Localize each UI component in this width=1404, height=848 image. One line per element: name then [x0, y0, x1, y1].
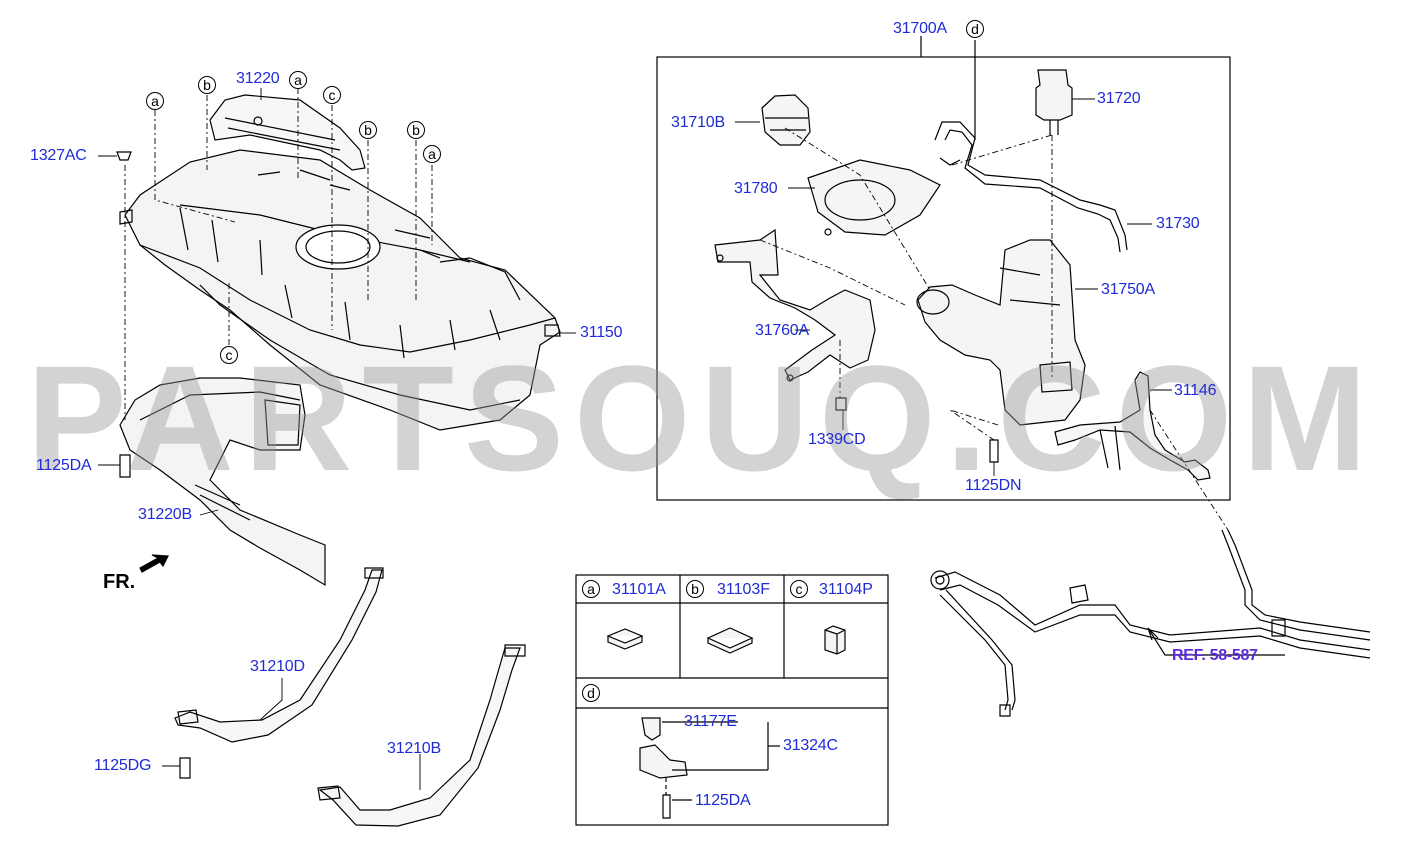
part-label-31220[interactable]: 31220 [236, 70, 280, 87]
part-label-1125dg[interactable]: 1125DG [94, 757, 152, 774]
fuel-tank-drawing [119, 149, 561, 431]
part-label-31210d[interactable]: 31210D [250, 658, 305, 675]
part-label-1125dn[interactable]: 1125DN [965, 477, 1022, 494]
part-label-31760a[interactable]: 31760A [755, 322, 809, 339]
table-part-31101a[interactable]: 31101A [612, 581, 666, 598]
part-label-31710b[interactable]: 31710B [671, 114, 725, 131]
part-label-31146[interactable]: 31146 [1174, 382, 1217, 399]
callout-b: b [407, 121, 425, 139]
table-part-31104p[interactable]: 31104P [819, 581, 873, 598]
part-label-31210b[interactable]: 31210B [387, 740, 441, 757]
callout-b: b [359, 121, 377, 139]
part-label-1125da-left[interactable]: 1125DA [36, 457, 92, 474]
part-label-1125da-table[interactable]: 1125DA [695, 792, 751, 809]
table-key-b: b [686, 580, 704, 598]
table-part-31103f[interactable]: 31103F [717, 581, 771, 598]
part-label-31324c[interactable]: 31324C [783, 737, 838, 754]
callout-d: d [966, 20, 984, 38]
part-label-31720[interactable]: 31720 [1097, 90, 1141, 107]
table-key-c: c [790, 580, 808, 598]
table-key-d: d [582, 684, 600, 702]
reference-link-58-587[interactable]: REF. 58-587 [1172, 647, 1258, 664]
part-label-31220b[interactable]: 31220B [138, 506, 192, 523]
part-label-31730[interactable]: 31730 [1156, 215, 1200, 232]
callout-b: b [198, 76, 216, 94]
table-key-a: a [582, 580, 600, 598]
part-label-31780[interactable]: 31780 [734, 180, 778, 197]
callout-a: a [146, 92, 164, 110]
part-label-1327ac[interactable]: 1327AC [30, 147, 87, 164]
part-label-31700a[interactable]: 31700A [893, 20, 947, 37]
callout-c: c [323, 86, 341, 104]
part-label-31750a[interactable]: 31750A [1101, 281, 1155, 298]
part-label-31177e[interactable]: 31177E [684, 713, 737, 730]
callout-a: a [289, 71, 307, 89]
callout-a: a [423, 145, 441, 163]
callout-c: c [220, 346, 238, 364]
front-direction-label: FR. [103, 571, 136, 593]
part-label-31150[interactable]: 31150 [580, 324, 623, 341]
part-label-1339cd[interactable]: 1339CD [808, 431, 866, 448]
